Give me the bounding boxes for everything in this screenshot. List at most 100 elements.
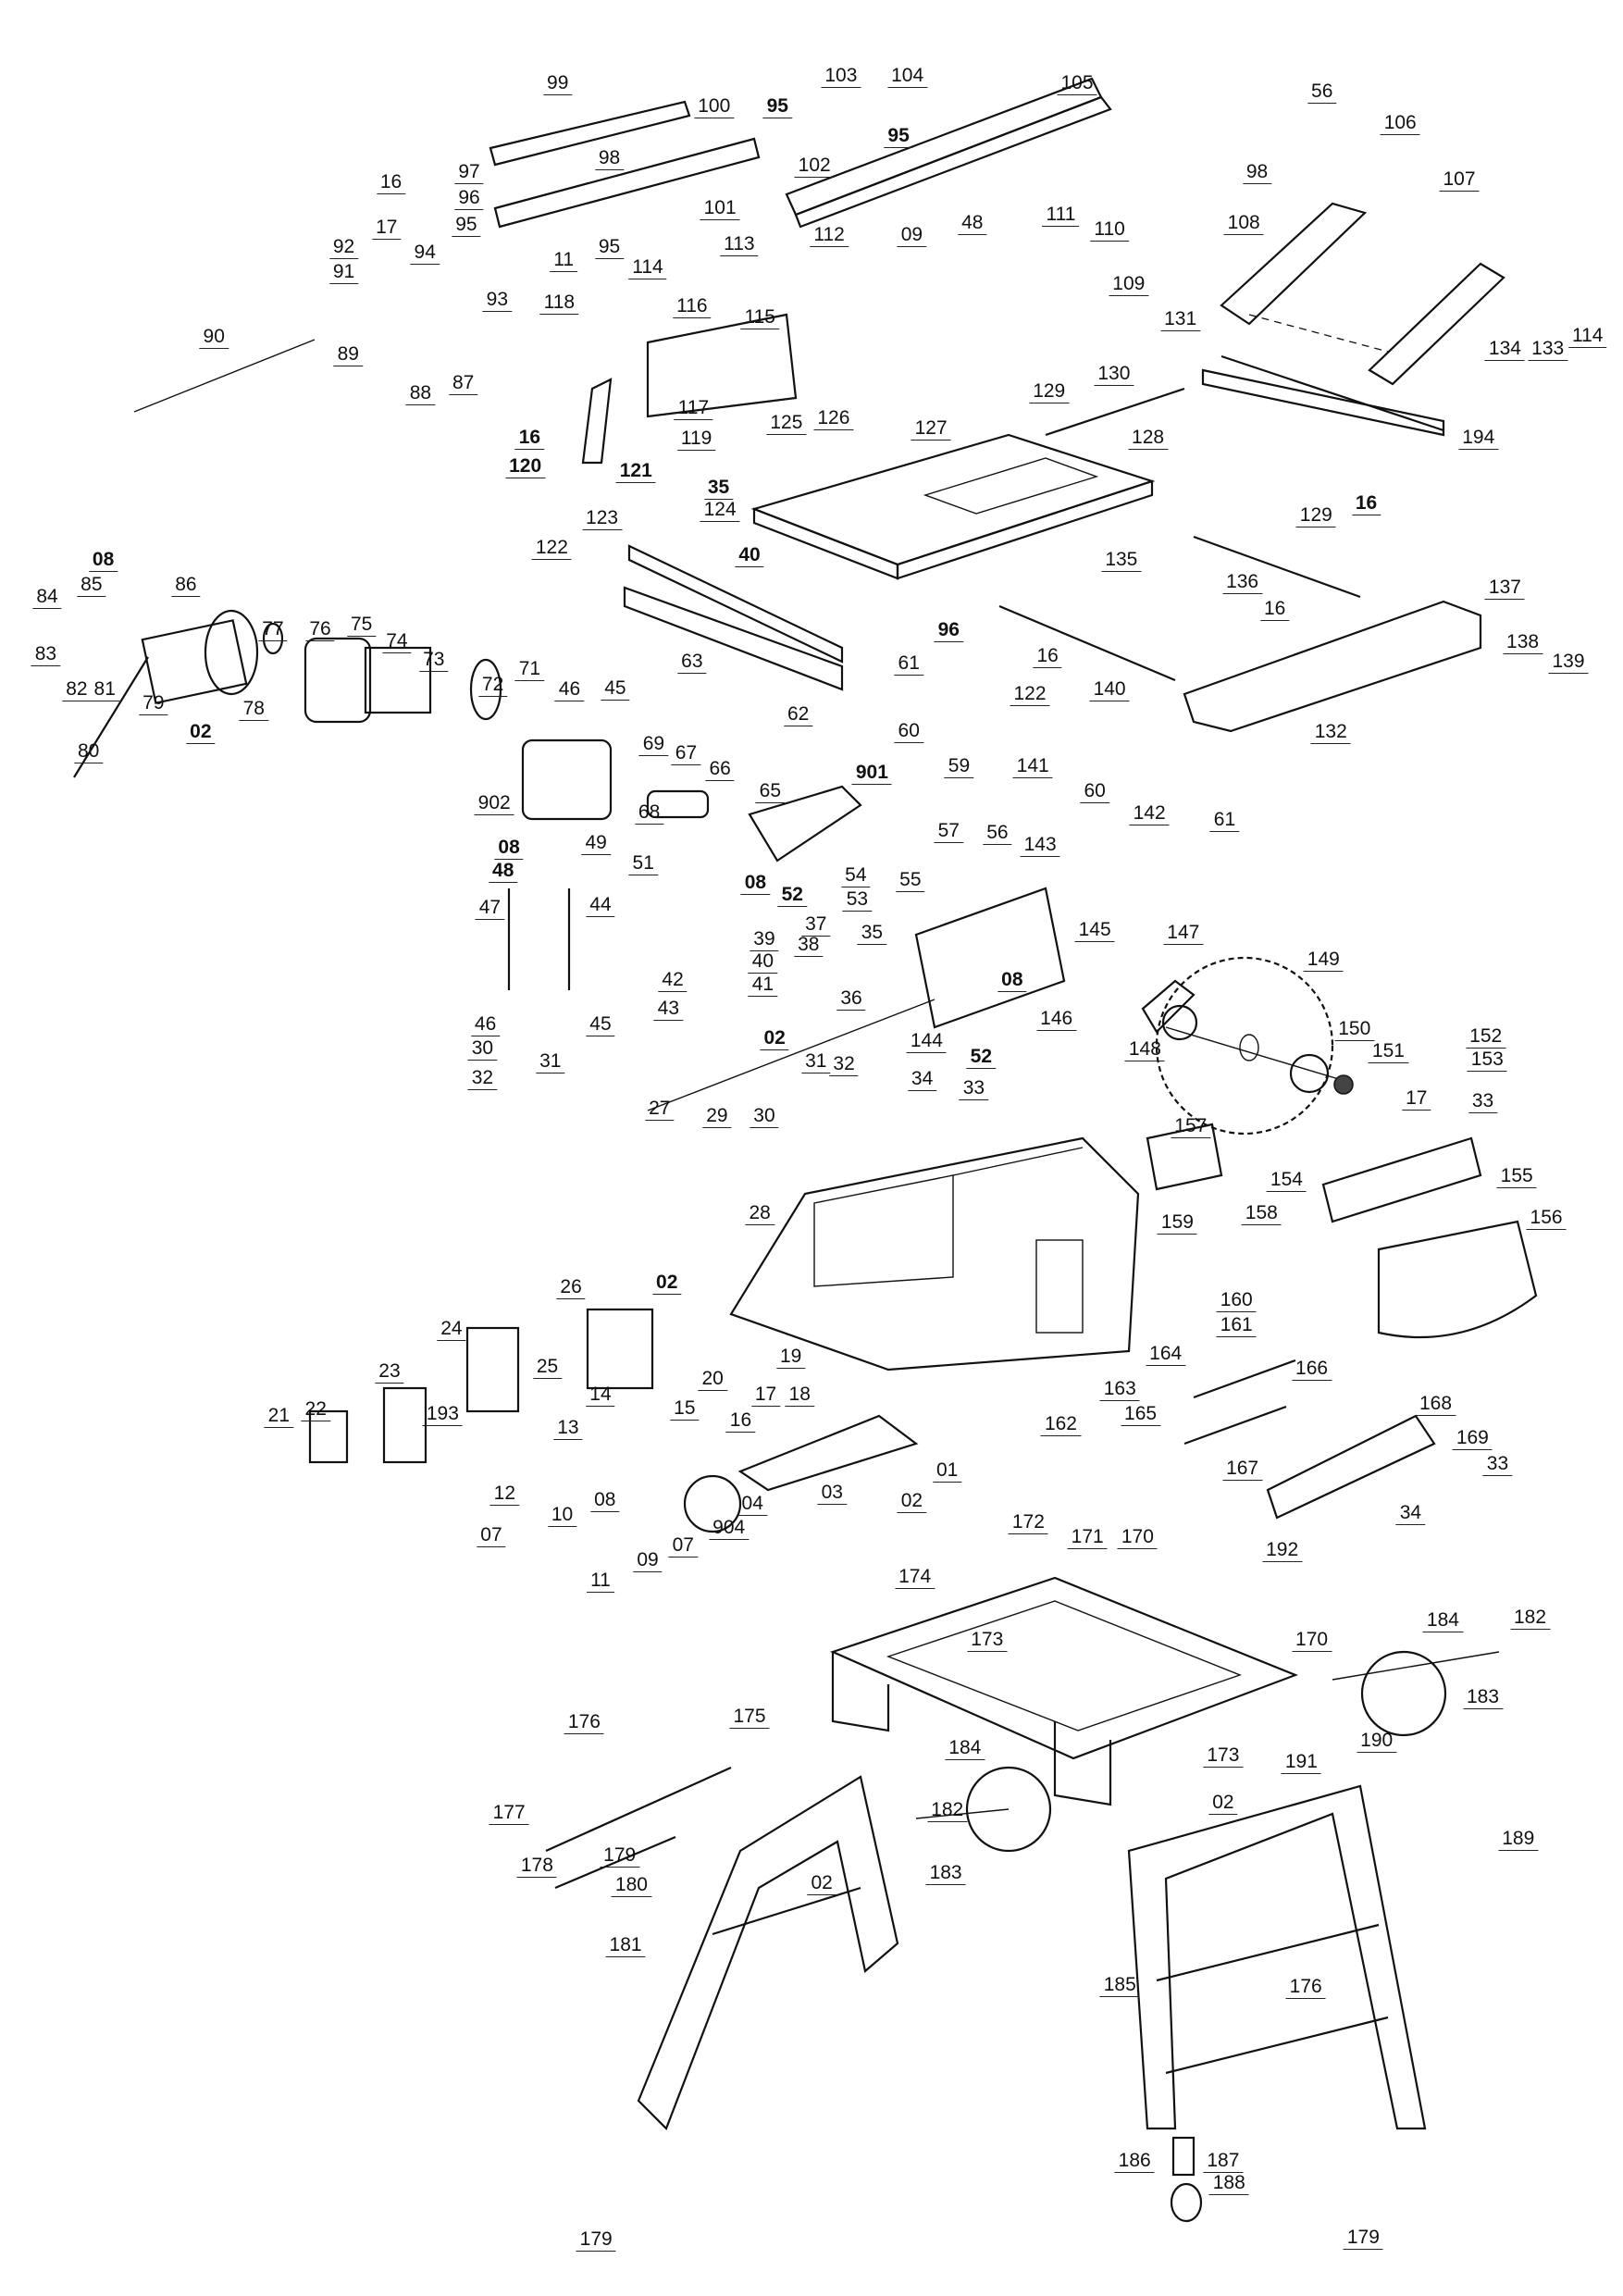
part-label: 126 <box>813 407 854 430</box>
part-label: 179 <box>576 2228 616 2252</box>
part-label: 87 <box>448 372 478 395</box>
part-label: 103 <box>821 65 861 88</box>
part-label: 173 <box>967 1630 1008 1653</box>
part-label: 153 <box>1467 1049 1507 1073</box>
blade-guard-bracket <box>646 313 798 418</box>
part-label: 09 <box>897 225 927 248</box>
front-rail <box>627 544 844 664</box>
part-label: 162 <box>1040 1414 1081 1437</box>
part-label: 48 <box>958 213 987 236</box>
part-label: 101 <box>700 198 740 221</box>
part-label: 52 <box>966 1047 997 1070</box>
part-label: 108 <box>1223 213 1264 236</box>
part-label: 17 <box>372 217 402 241</box>
part-label: 144 <box>906 1030 947 1053</box>
part-label: 56 <box>1307 81 1337 105</box>
part-label: 185 <box>1099 1975 1140 1998</box>
part-label: 179 <box>600 1844 640 1868</box>
stand-frame <box>829 1576 1500 1853</box>
part-label: 62 <box>783 704 813 727</box>
part-label: 123 <box>582 508 623 531</box>
part-label: 116 <box>673 295 712 318</box>
part-label: 79 <box>139 692 168 715</box>
part-label: 127 <box>911 418 951 441</box>
part-label: 08 <box>590 1489 620 1512</box>
part-label: 31 <box>801 1051 831 1074</box>
part-label: 98 <box>1242 161 1272 184</box>
right-leg-assembly <box>1127 1784 1427 2223</box>
part-label: 160 <box>1216 1290 1257 1313</box>
part-label: 193 <box>422 1404 463 1427</box>
part-label: 07 <box>477 1524 506 1547</box>
part-label: 68 <box>634 801 664 825</box>
part-label: 142 <box>1129 803 1170 826</box>
table-top <box>750 433 1156 580</box>
part-label: 02 <box>897 1491 927 1514</box>
part-label: 154 <box>1266 1169 1307 1192</box>
part-label: 63 <box>677 651 707 674</box>
part-label: 99 <box>543 72 573 95</box>
part-label: 23 <box>375 1360 404 1384</box>
part-label: 02 <box>186 722 216 745</box>
saw-blade <box>1141 956 1354 1136</box>
right-extension-table <box>1183 600 1482 733</box>
part-label: 77 <box>258 618 288 641</box>
part-label: 36 <box>836 987 866 1011</box>
part-label: 192 <box>1262 1539 1303 1562</box>
part-label: 131 <box>1160 309 1201 332</box>
part-label: 01 <box>933 1459 962 1483</box>
part-label: 95 <box>594 236 625 259</box>
part-label: 140 <box>1089 679 1130 702</box>
part-label: 189 <box>1498 1829 1539 1852</box>
part-label: 82 <box>62 679 92 702</box>
part-label: 134 <box>1484 338 1525 361</box>
part-label: 49 <box>581 833 611 856</box>
part-label: 105 <box>1057 72 1097 95</box>
riving-knife <box>581 378 613 465</box>
part-label: 114 <box>628 257 667 280</box>
part-label: 16 <box>376 171 406 194</box>
part-label: 47 <box>475 898 505 921</box>
part-label: 08 <box>997 970 1027 993</box>
part-label: 92 <box>328 236 359 259</box>
part-label: 95 <box>884 126 913 149</box>
part-label: 08 <box>740 873 771 896</box>
part-label: 72 <box>477 675 508 698</box>
part-label: 34 <box>1395 1503 1426 1525</box>
part-label: 159 <box>1157 1211 1197 1235</box>
part-label: 22 <box>301 1399 330 1422</box>
part-label: 30 <box>467 1037 498 1061</box>
part-label: 155 <box>1496 1166 1537 1189</box>
part-label: 176 <box>564 1712 604 1735</box>
part-label: 179 <box>1343 2227 1383 2250</box>
part-label: 54 <box>841 865 871 888</box>
part-label: 117 <box>674 397 713 420</box>
part-label: 17 <box>1402 1087 1431 1111</box>
part-label: 183 <box>925 1863 966 1886</box>
part-label: 56 <box>983 822 1012 845</box>
part-label: 121 <box>615 461 656 484</box>
part-label: 34 <box>907 1069 937 1092</box>
part-label: 132 <box>1310 722 1351 745</box>
part-label: 81 <box>90 679 119 702</box>
part-label: 145 <box>1074 920 1115 943</box>
part-label: 71 <box>514 658 545 681</box>
part-label: 91 <box>328 261 359 284</box>
part-label: 177 <box>489 1802 529 1825</box>
part-label: 125 <box>766 412 807 435</box>
part-label: 112 <box>810 225 849 248</box>
part-label: 104 <box>887 65 928 88</box>
motor-assembly <box>73 609 613 821</box>
part-label: 147 <box>1163 923 1204 946</box>
part-label: 97 <box>454 161 484 184</box>
part-label: 150 <box>1334 1018 1375 1041</box>
part-label: 164 <box>1146 1343 1186 1366</box>
part-label: 46 <box>554 679 585 702</box>
part-label: 165 <box>1121 1404 1161 1427</box>
part-label: 10 <box>547 1504 577 1527</box>
part-label: 17 <box>750 1384 781 1408</box>
part-label: 19 <box>775 1346 806 1369</box>
part-label: 141 <box>1012 756 1053 779</box>
saw-base-housing <box>729 1123 1538 1371</box>
part-label: 30 <box>750 1106 779 1129</box>
